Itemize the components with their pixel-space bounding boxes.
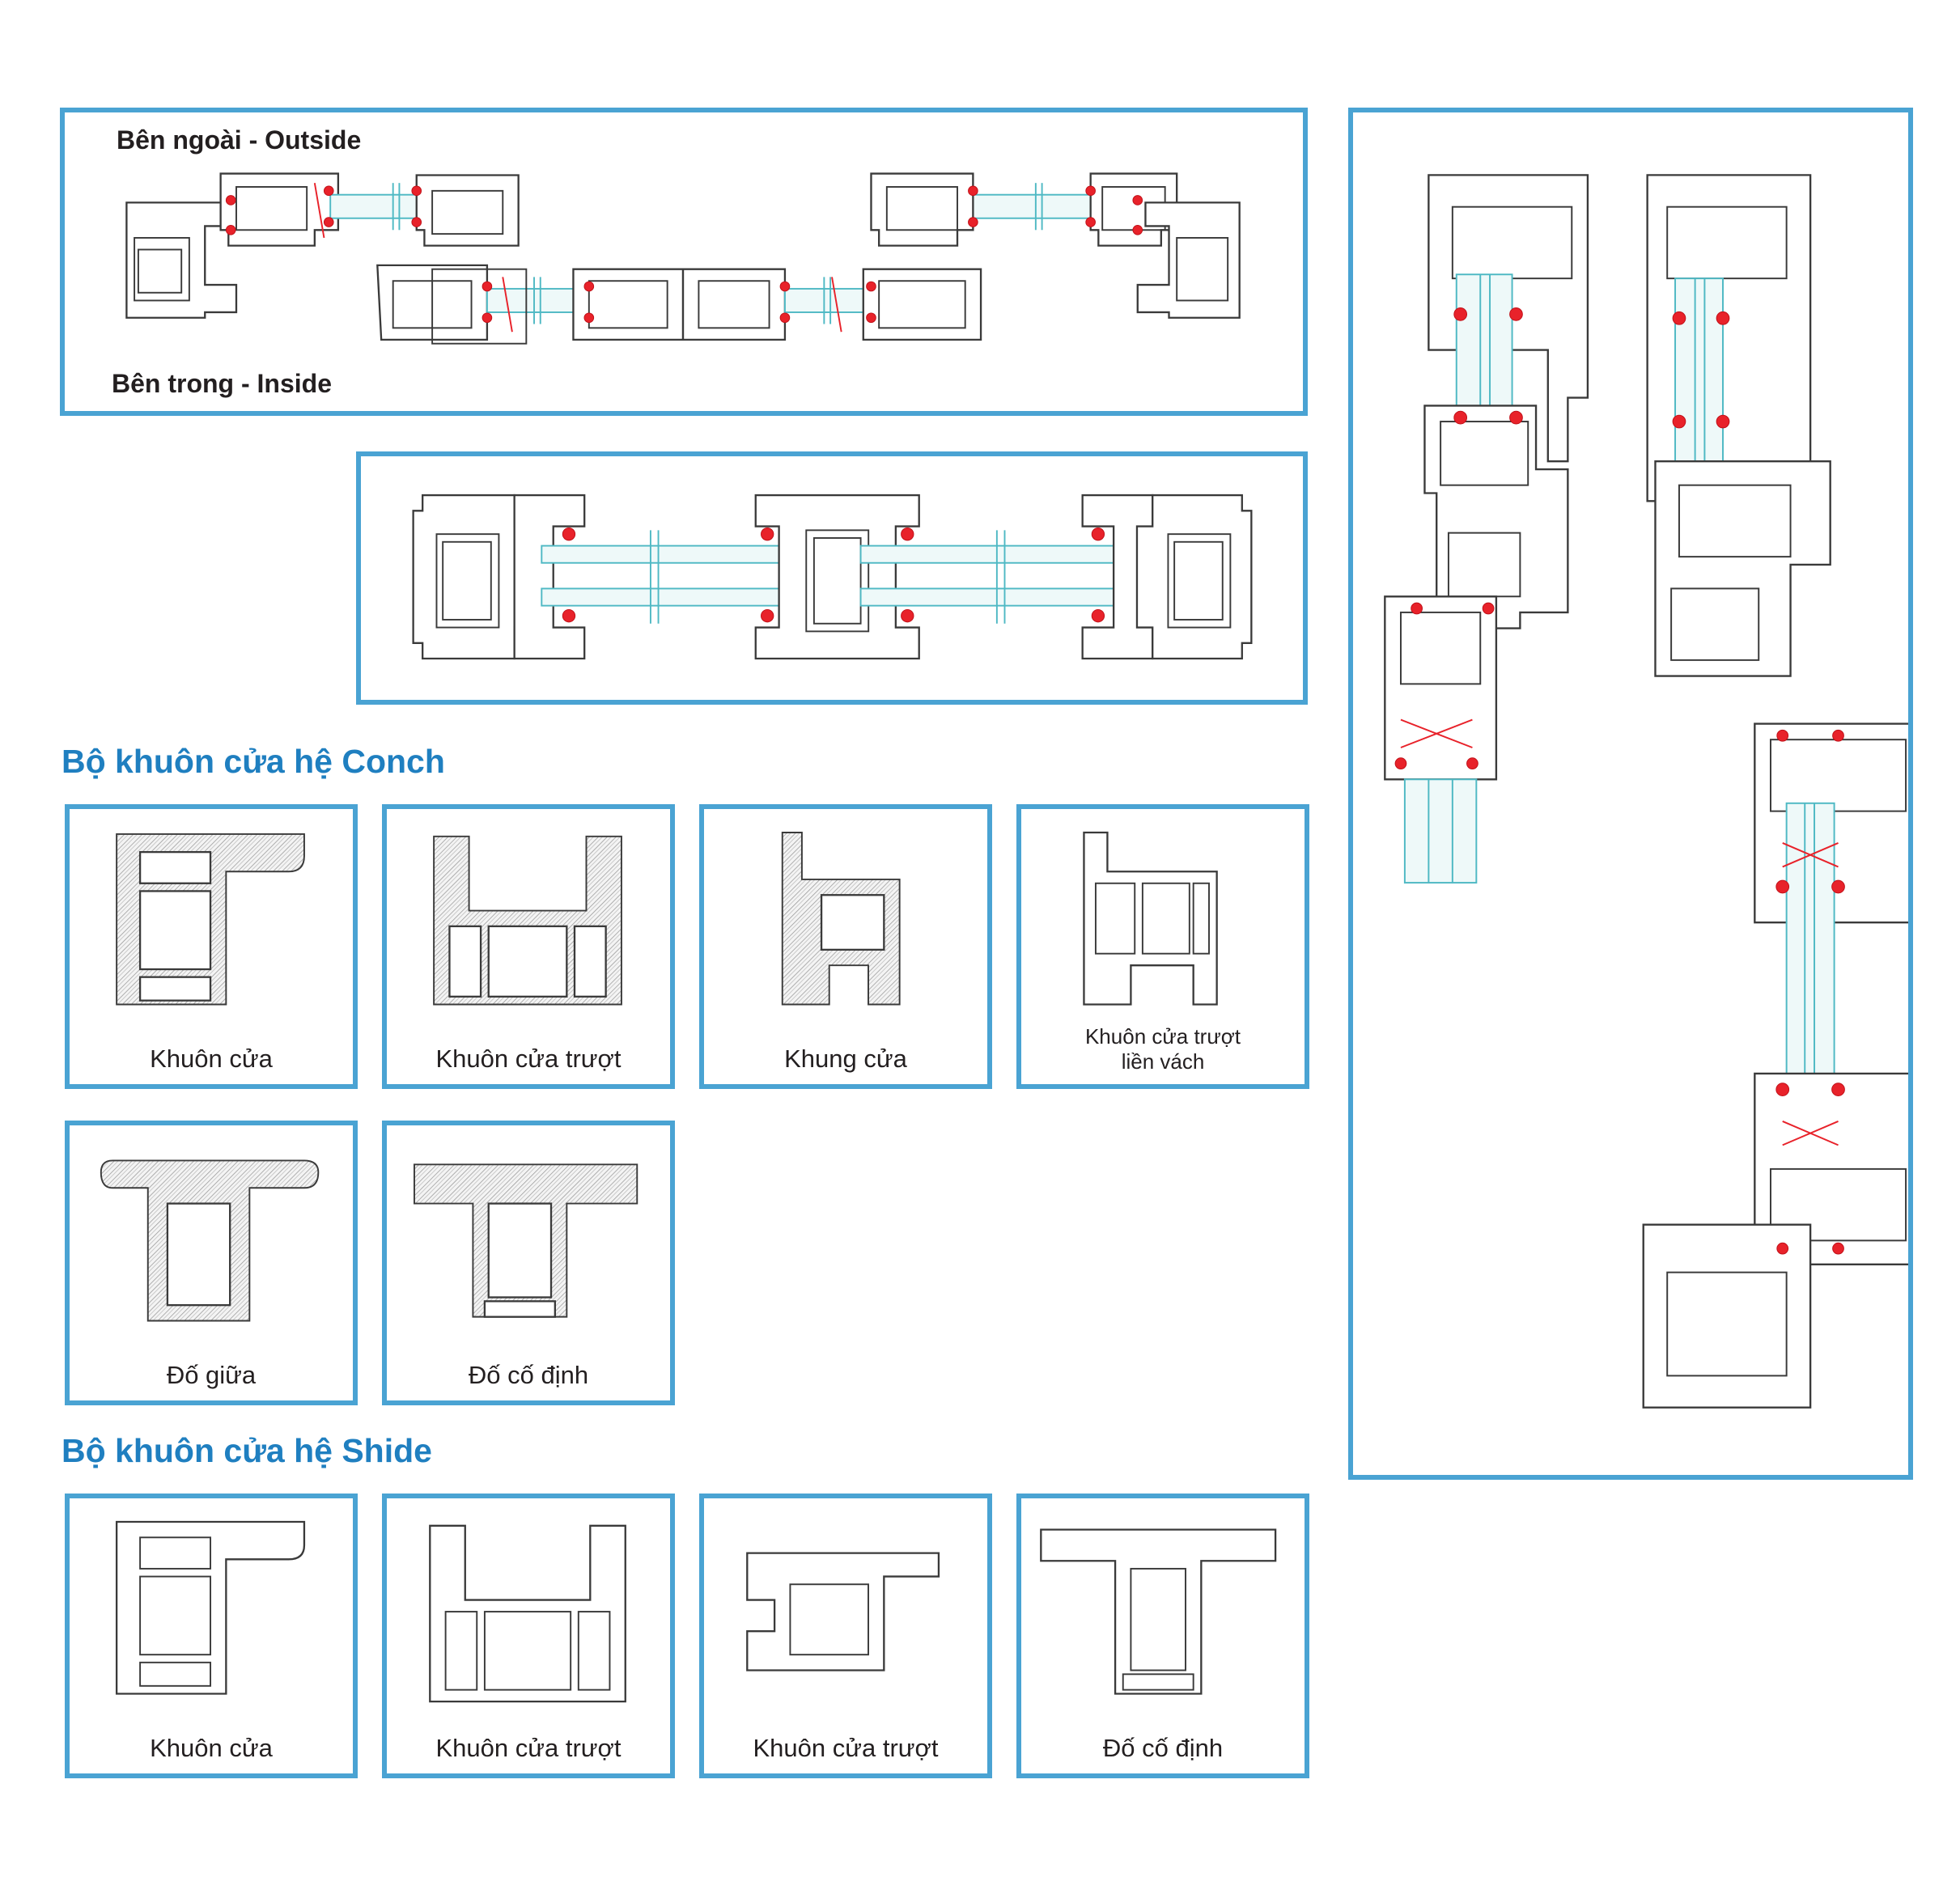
fixed-section-drawing (412, 494, 1253, 660)
conch-profile-khuon-cua (116, 833, 305, 1006)
conch-tile-do-giua: Đố giữa (65, 1121, 358, 1405)
conch-tile-khuon-cua-truot: Khuôn cửa trượt (382, 804, 675, 1089)
shide-profile-khuon-cua-truot-2 (746, 1552, 940, 1672)
conch-profile-khuon-cua-truot (433, 835, 622, 1006)
conch-tile-khuon-cua-truot-lien-vach: Khuôn cửa trượt liền vách (1016, 804, 1309, 1089)
shide-caption-khuon-cua-truot: Khuôn cửa trượt (435, 1734, 622, 1762)
conch-caption-do-co-dinh: Đố cố định (468, 1361, 589, 1389)
conch-caption-do-giua: Đố giữa (166, 1361, 257, 1389)
vertical-section-drawing (1384, 174, 1908, 1409)
shide-heading: Bộ khuôn cửa hệ Shide (62, 1432, 432, 1469)
sliding-section-diagram: Bên ngoài - Outside Bên trong - Inside (60, 108, 1308, 416)
conch-profile-khung-cua (781, 832, 901, 1006)
conch-profile-do-giua (100, 1159, 320, 1322)
shide-profile-khuon-cua-truot (429, 1524, 626, 1703)
conch-tile-do-co-dinh: Đố cố định (382, 1121, 675, 1405)
conch-caption-line1: Khuôn cửa trượt (1084, 1024, 1241, 1049)
conch-profile-do-co-dinh (414, 1163, 638, 1318)
vertical-section-diagram (1348, 108, 1913, 1480)
conch-tile-khuon-cua: Khuôn cửa (65, 804, 358, 1089)
shide-caption-khuon-cua-truot-2: Khuôn cửa trượt (753, 1734, 939, 1762)
conch-caption-line2: liền vách (1121, 1049, 1205, 1074)
shide-profile-do-co-dinh (1040, 1528, 1277, 1695)
shide-tile-do-co-dinh: Đố cố định (1016, 1494, 1309, 1778)
shide-caption-do-co-dinh: Đố cố định (1102, 1734, 1224, 1762)
shide-caption-khuon-cua: Khuôn cửa (150, 1734, 273, 1762)
conch-caption-khuon-cua-truot: Khuôn cửa trượt (435, 1044, 622, 1073)
conch-tile-khung-cua: Khung cửa (699, 804, 992, 1089)
conch-caption-khuon-cua-truot-lien-vach: Khuôn cửa trượt liền vách (1021, 1024, 1305, 1074)
conch-profile-khuon-cua-truot-lien-vach (1083, 831, 1218, 1006)
inside-label: Bên trong - Inside (112, 369, 332, 398)
shide-tile-khuon-cua-truot-2: Khuôn cửa trượt (699, 1494, 992, 1778)
shide-tile-khuon-cua: Khuôn cửa (65, 1494, 358, 1778)
shide-tile-khuon-cua-truot: Khuôn cửa trượt (382, 1494, 675, 1778)
conch-heading: Bộ khuôn cửa hệ Conch (62, 743, 445, 780)
fixed-section-diagram (356, 451, 1308, 705)
sliding-section-drawing (125, 172, 1241, 345)
shide-profile-khuon-cua (115, 1520, 306, 1695)
outside-label: Bên ngoài - Outside (117, 125, 362, 155)
conch-caption-khung-cua: Khung cửa (784, 1044, 907, 1073)
conch-caption-khuon-cua: Khuôn cửa (150, 1044, 273, 1073)
